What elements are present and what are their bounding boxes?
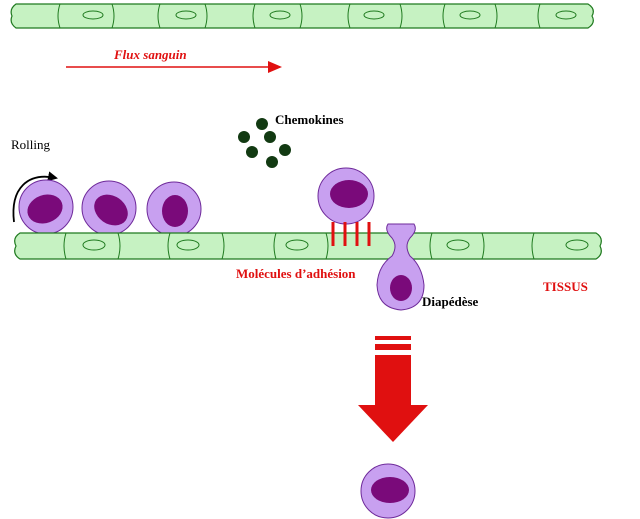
leukocyte-rolling-1 bbox=[18, 179, 74, 235]
migration-arrow-icon bbox=[358, 336, 428, 442]
leukocyte-rolling-3 bbox=[146, 181, 202, 237]
curved-arrow-icon bbox=[12, 171, 58, 223]
adhesion-molecules-label: Molécules d’adhésion bbox=[236, 266, 356, 281]
leukocyte-diapedesis bbox=[376, 223, 425, 311]
chemokines-cluster bbox=[238, 118, 291, 168]
diapedesis-label: Diapédèse bbox=[422, 294, 479, 309]
blood-flow-label: Flux sanguin bbox=[114, 47, 187, 62]
rolling-label: Rolling bbox=[11, 137, 51, 152]
leukocyte-rolling-2 bbox=[81, 180, 137, 236]
chemokine-dot bbox=[266, 156, 278, 168]
chemokine-dot bbox=[238, 131, 250, 143]
chemokines-label: Chemokines bbox=[275, 112, 344, 127]
chemokine-dot bbox=[256, 118, 268, 130]
leukocyte-adhering bbox=[317, 167, 375, 225]
tissue-label: TISSUS bbox=[543, 279, 588, 294]
chemokine-dot bbox=[246, 146, 258, 158]
bottom-vessel-wall bbox=[14, 232, 602, 260]
chemokine-dot bbox=[264, 131, 276, 143]
chemokine-dot bbox=[279, 144, 291, 156]
leukocyte-in-tissue bbox=[360, 463, 416, 519]
adhesion-molecules bbox=[331, 222, 371, 246]
top-vessel-wall bbox=[10, 3, 594, 29]
